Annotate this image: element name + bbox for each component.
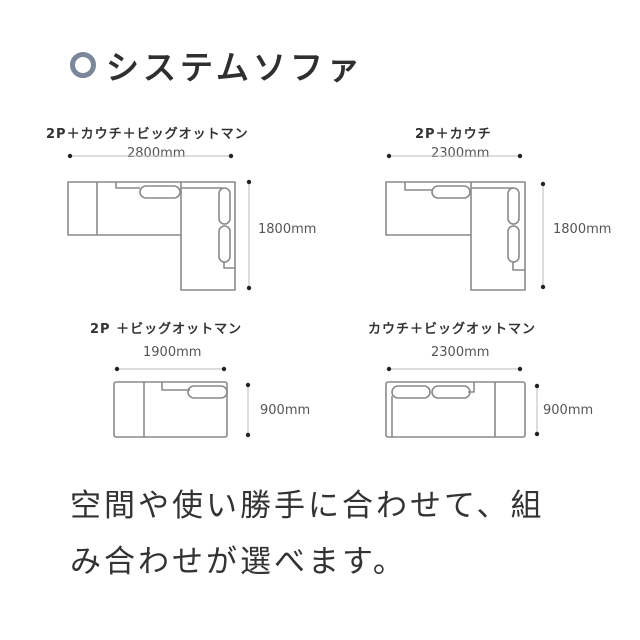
layout-3-diagram [113,381,228,438]
page-title: システムソファ [106,48,365,87]
layout-1-width: 2800mm [127,146,186,161]
layout-2-width: 2300mm [431,146,490,161]
description-line-2: み合わせが選べます。 [70,544,407,580]
layout-1-diagram [67,181,236,291]
layout-2-diagram [385,181,526,291]
layout-4-depth: 900mm [543,403,594,418]
layout-1-name: 2P＋カウチ＋ビッグオットマン [46,127,249,142]
layout-2-name: 2P＋カウチ [415,127,492,142]
layout-2-depth: 1800mm [553,222,612,237]
description: 空間や使い勝手に合わせて、組 み合わせが選べます。 [70,478,600,590]
section-title: システムソファ [70,40,364,90]
layout-3-width: 1900mm [143,345,202,360]
layout-4-name: カウチ＋ビッグオットマン [368,322,537,337]
layout-3-name: 2P ＋ビッグオットマン [90,322,243,337]
layout-4-width: 2300mm [431,345,490,360]
layout-3-depth: 900mm [260,403,311,418]
layout-4-diagram [385,381,526,438]
layout-1-depth: 1800mm [258,222,317,237]
circle-outline-icon [70,52,96,78]
description-line-1: 空間や使い勝手に合わせて、組 [70,488,545,524]
